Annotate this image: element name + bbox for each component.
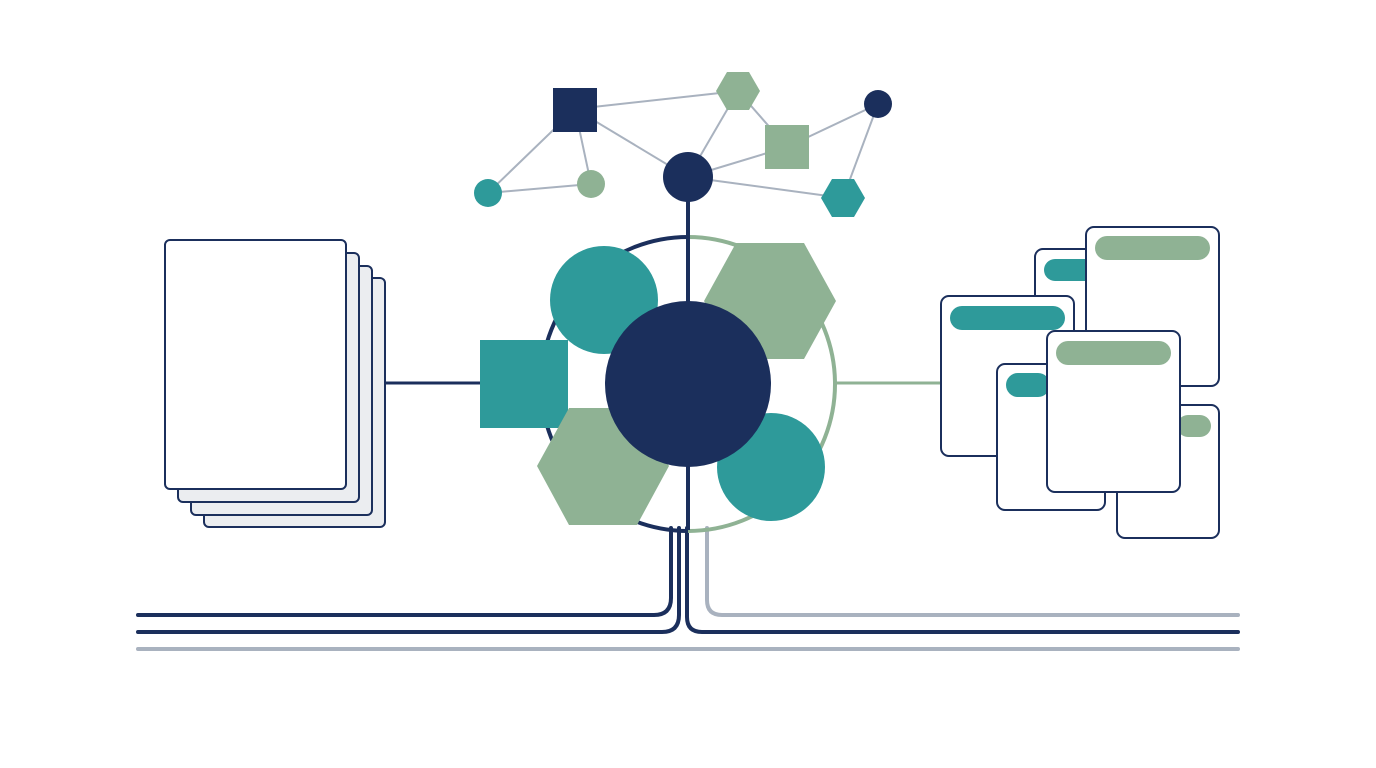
bottom-line-middle-left [136,526,681,634]
bottom-line-middle-right [685,526,1240,634]
output-card-frame [1046,330,1181,493]
output-card-bar [950,306,1065,330]
hub-core-circle [605,301,771,467]
hub-square-teal [480,340,568,428]
network-node-square-navy [553,88,597,132]
output-card [1046,330,1181,493]
network-node-circle-navy [864,90,892,118]
output-card-bar [1006,373,1050,397]
network-node-hexagon-sage [716,72,760,110]
network-hub-circle [663,152,713,202]
input-document-stack [164,239,386,528]
link-tealdot-sagedot [487,183,592,194]
network-node-circle-teal [474,179,502,207]
central-hub [480,200,837,533]
output-card-bar [1056,341,1171,365]
link-square-hex [574,90,739,110]
network-node-square-sage [765,125,809,169]
bottom-line-top [136,526,673,617]
output-card-bar [1177,415,1211,437]
network-node-hexagon-teal [821,179,865,217]
link-hub-tealhex [687,176,844,199]
bottom-lines [136,526,1240,651]
bottom-line-gray-right [705,526,1240,617]
network-node-circle-sage [577,170,605,198]
input-sheet-1 [164,239,347,490]
output-card-cluster [940,226,1220,539]
output-card-bar [1095,236,1210,260]
